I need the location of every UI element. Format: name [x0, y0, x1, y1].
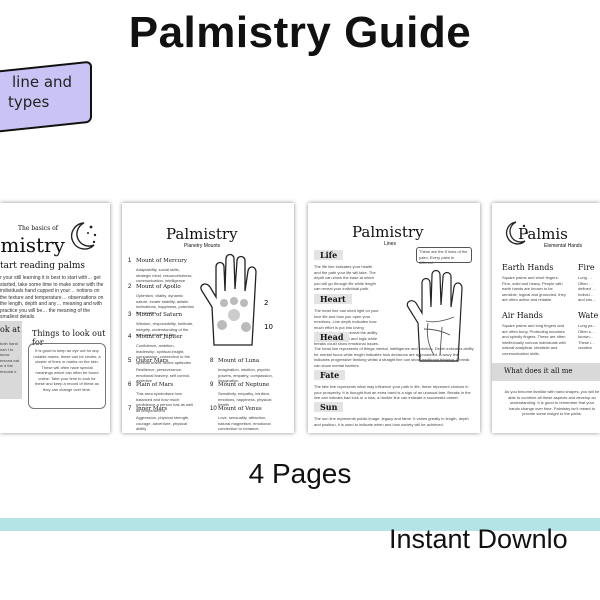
- instant-download-label: Instant Downlo: [389, 524, 568, 554]
- hand-mounts-illustration: 2 10: [200, 253, 273, 346]
- look-at-title: ok at: [0, 325, 21, 334]
- earth-hands-title: Earth Hands: [502, 263, 554, 272]
- crescent-moon-icon: [70, 222, 97, 250]
- svg-text:10: 10: [264, 323, 273, 331]
- what-does-it-mean-desc: As you become familiar with hand shapes,…: [504, 389, 600, 416]
- lines-title: Palmistry: [352, 223, 424, 241]
- page-title: Palmistry Guide: [128, 8, 472, 57]
- mounts-subtitle: Planetry Mounts: [184, 243, 221, 249]
- basics-subheading: tart reading palms: [0, 261, 85, 271]
- water-hands-title: Wate: [578, 311, 599, 320]
- lines-subtitle: Lines: [384, 241, 396, 247]
- crescent-moon-icon: [505, 221, 528, 245]
- line-item: Fate The fate line represents what may i…: [314, 370, 471, 400]
- fire-hands-title: Fire: [578, 263, 595, 272]
- look-at-body: both hand nan t to know ersona eat w d t…: [0, 341, 19, 374]
- air-hands-title: Air Hands: [502, 311, 543, 320]
- basics-heading: lmistry: [0, 233, 65, 257]
- things-body: It is good to keep an eye out for any no…: [33, 348, 101, 392]
- what-does-it-mean-heading: What does it all me: [492, 363, 600, 381]
- preview-page-elemental[interactable]: Palmis Elemental Hands Earth Hands Squar…: [492, 203, 600, 433]
- line-item: Sun The sun line represents public image…: [314, 402, 469, 427]
- lines-note-bubble: These are the 5 lines of the palm. Every…: [416, 247, 472, 265]
- mounts-title: Palmistry: [166, 225, 238, 243]
- page-count-label: 4 Pages: [248, 458, 352, 489]
- preview-page-basics[interactable]: The basics of lmistry tart reading palms…: [0, 203, 110, 433]
- mount-item: 10Mount of Venus Love, sensuality, attra…: [210, 406, 271, 433]
- earth-hands-desc: Square palms and short fingers. Firm, so…: [502, 275, 566, 302]
- things-title: Things to look out for: [32, 329, 106, 347]
- fire-hands-desc: Long … Often … defined … Individ… and in…: [578, 275, 597, 302]
- ribbon-line-2: types: [8, 93, 50, 111]
- ribbon-line-1: line and: [12, 73, 73, 91]
- water-hands-desc: Long pa… Often s… known… These i… creati…: [578, 323, 597, 350]
- preview-page-lines[interactable]: Palmistry Lines These are the 5 lines of…: [308, 203, 480, 433]
- hand-lines-illustration: [406, 269, 463, 362]
- look-at-box: [0, 321, 22, 399]
- elemental-title: Palmis: [518, 225, 568, 243]
- ribbon-text: line and types: [0, 72, 90, 112]
- elemental-subtitle: Elemental Hands: [544, 243, 583, 249]
- things-box: It is good to keep an eye out for any no…: [28, 343, 106, 409]
- line-item: Life The life line indicates your health…: [314, 250, 376, 291]
- air-hands-desc: Square palms and long fingers and are of…: [502, 323, 566, 356]
- download-band: [0, 518, 600, 531]
- line-item: Head The head line represents of things …: [314, 332, 474, 368]
- svg-text:2: 2: [264, 299, 268, 307]
- basics-paragraph: r your still learning it is best to star…: [0, 275, 104, 320]
- basics-heading-small: The basics of: [18, 225, 58, 232]
